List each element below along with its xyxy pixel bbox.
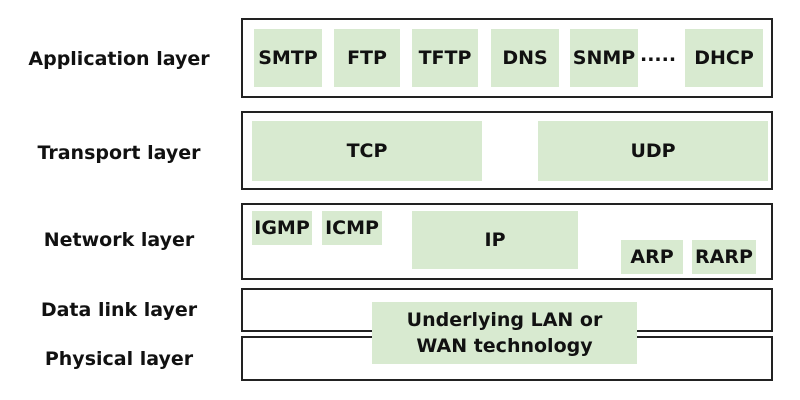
protocol-smtp: SMTP <box>254 29 322 87</box>
protocol-udp: UDP <box>538 121 768 181</box>
protocol-snmp: SNMP <box>570 29 638 87</box>
protocol-dhcp: DHCP <box>685 29 763 87</box>
protocol-tftp: TFTP <box>412 29 478 87</box>
protocol-icmp: ICMP <box>322 211 382 245</box>
label-application-layer: Application layer <box>28 48 210 70</box>
label-network-layer: Network layer <box>43 229 195 251</box>
label-data-link-layer: Data link layer <box>40 299 198 321</box>
protocol-igmp: IGMP <box>252 211 312 245</box>
label-physical-layer: Physical layer <box>44 348 194 370</box>
protocol-arp: ARP <box>621 240 683 274</box>
label-transport-layer: Transport layer <box>37 142 201 164</box>
protocol-tcp: TCP <box>252 121 482 181</box>
protocol-dns: DNS <box>491 29 559 87</box>
protocol-ip: IP <box>412 211 578 269</box>
protocol-ftp: FTP <box>334 29 400 87</box>
protocol-rarp: RARP <box>692 240 756 274</box>
protocol-ellipsis: ..... <box>640 44 677 66</box>
underlying-lan-wan-technology: Underlying LAN or WAN technology <box>372 302 637 364</box>
